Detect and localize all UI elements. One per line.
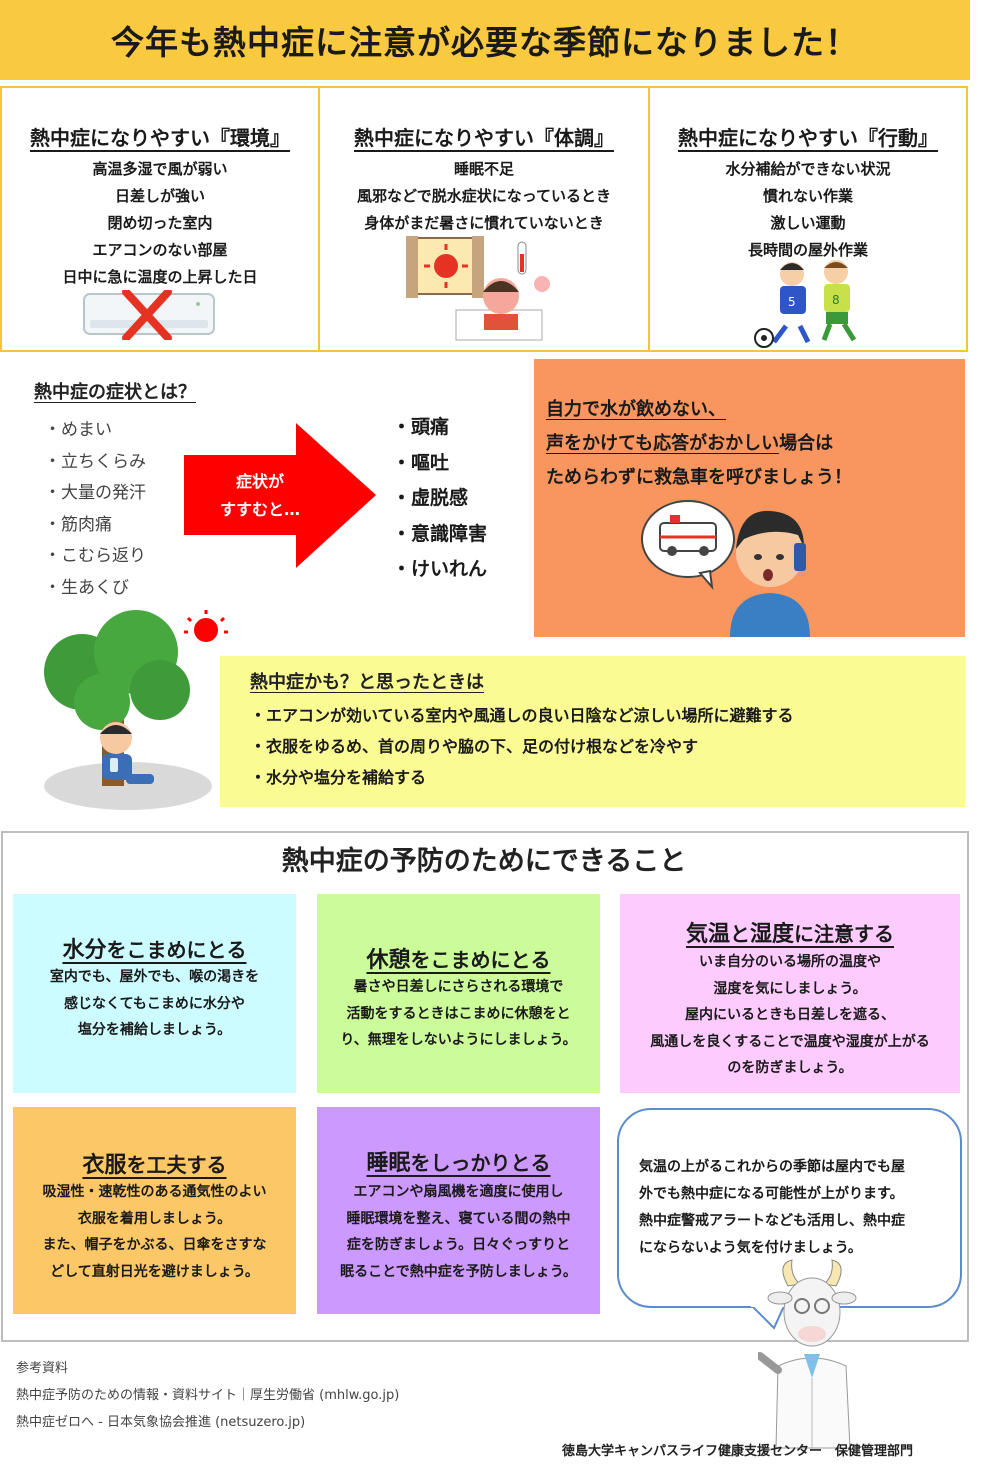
speech-bubble-tail [751, 1298, 787, 1330]
list-item: ・けいれん [392, 558, 488, 580]
references: 参考資料 熱中症予防のための情報・資料サイト｜厚生労働省 (mhlw.go.jp… [16, 1355, 399, 1436]
card-title: 気温と湿度に注意する [685, 922, 895, 947]
prevention-card-rest: 休憩をこまめにとる 暑さや日差しにさらされる環境で 活動をするときはこまめに休憩… [317, 894, 600, 1093]
early-symptoms-list: ・めまい ・立ちくらみ ・大量の発汗 ・筋肉痛 ・こむら返り ・生あくび [44, 415, 146, 604]
list-item: 日中に急に温度の上昇した日 [62, 268, 258, 286]
risk-condition-title: 熱中症になりやすい『体調』 [354, 126, 614, 150]
list-item: ・めまい [44, 420, 112, 440]
list-item: ・エアコンが効いている室内や風通しの良い日陰など涼しい場所に避難する [250, 706, 794, 725]
list-item: 睡眠不足 [453, 160, 514, 178]
risk-factors-box: 熱中症になりやすい『環境』 高温多湿で風が弱い 日差しが強い 閉め切った室内 エ… [0, 86, 968, 352]
card-title: 休憩をこまめにとる [366, 948, 551, 973]
list-item: ・こむら返り [44, 546, 146, 566]
risk-condition-list: 睡眠不足 風邪などで脱水症状になっているとき 身体がまだ暑さに慣れていないとき [320, 156, 648, 237]
card-title: 衣服を工夫する [82, 1153, 227, 1178]
shade-tree-icon [44, 610, 228, 810]
card-title: 睡眠をしっかりとる [366, 1151, 551, 1176]
list-item: ・大量の発汗 [44, 483, 146, 503]
organization-footer: 徳島大学キャンパスライフ健康支援センター 保健管理部門 [562, 1444, 914, 1459]
list-item: ・虚脱感 [392, 487, 469, 509]
first-aid-advice-box: 熱中症かも？と思ったときは ・エアコンが効いている室内や風通しの良い日陰など涼し… [220, 656, 965, 807]
emergency-line1: 自力で水が飲めない、 [546, 399, 726, 420]
list-item: ・筋肉痛 [44, 514, 112, 535]
advice-list: ・エアコンが効いている室内や風通しの良い日陰など涼しい場所に避難する ・衣服をゆ… [250, 700, 794, 793]
risk-condition: 熱中症になりやすい『体調』 睡眠不足 風邪などで脱水症状になっているとき 身体が… [318, 88, 648, 350]
list-item: ・頭痛 [392, 416, 450, 438]
progression-label: 症状が すすむと… [200, 468, 320, 524]
emergency-line2: 声をかけても応答がおかしい場合は [546, 429, 833, 455]
speech-bubble-text: 気温の上がるこれからの季節は屋内でも屋 外でも熱中症になる可能性が上がります。 … [639, 1159, 905, 1256]
card-title: 水分をこまめにとる [62, 938, 247, 963]
card-text: いま自分のいる場所の温度や 湿度を気にしましょう。 屋内にいるときも日差しを遮る… [650, 954, 930, 1076]
prevention-card-temperature: 気温と湿度に注意する いま自分のいる場所の温度や 湿度を気にしましょう。 屋内に… [620, 894, 960, 1093]
prevention-card-water: 水分をこまめにとる 室内でも、屋外でも、喉の渇きを 感じなくてもこまめに水分や … [13, 894, 296, 1093]
emergency-box: 自力で水が飲めない、 声をかけても応答がおかしい場合は ためらわずに救急車を呼び… [534, 359, 965, 637]
list-item: ・衣服をゆるめ、首の周りや脇の下、足の付け根などを冷やす [250, 737, 699, 756]
progression-label-line1: 症状が [235, 472, 284, 491]
air-conditioner-crossed-icon [83, 290, 215, 340]
card-text: 暑さや日差しにさらされる環境で 活動をするときはこまめに休憩をと り、無理をしな… [340, 979, 577, 1048]
list-item: 風邪などで脱水症状になっているとき [357, 187, 611, 205]
symptoms-title: 熱中症の症状とは？ [34, 382, 196, 403]
list-item: 激しい運動 [770, 214, 846, 232]
advice-title: 熱中症かも？と思ったときは [250, 672, 484, 693]
severe-symptoms-list: ・頭痛 ・嘔吐 ・虚脱感 ・意識障害 ・けいれん [392, 410, 487, 588]
soccer-players-icon: 5 8 [754, 260, 857, 348]
list-item: 長時間の屋外作業 [747, 241, 868, 259]
emergency-line3: ためらわずに救急車を呼びましょう！ [546, 467, 852, 488]
goat-doctor-mascot-icon [758, 1259, 857, 1449]
list-item: 高温多湿で風が弱い [92, 160, 228, 178]
list-item: 閉め切った室内 [107, 214, 213, 232]
list-item: ・意識障害 [392, 522, 488, 545]
prevention-section [1, 831, 969, 1342]
list-item: ・立ちくらみ [44, 451, 146, 472]
list-item: ・嘔吐 [392, 451, 450, 474]
card-text: 吸湿性・速乾性のある通気性のよい 衣服を着用しましょう。 また、帽子をかぶる、日… [42, 1184, 267, 1280]
risk-behavior-title: 熱中症になりやすい『行動』 [678, 126, 938, 150]
prevention-title: 熱中症の予防のためにできること [281, 846, 687, 877]
emergency-caller-icon [641, 500, 810, 637]
risk-environment: 熱中症になりやすい『環境』 高温多湿で風が弱い 日差しが強い 閉め切った室内 エ… [2, 88, 318, 350]
emergency-line2-rest: 場合は [779, 433, 834, 454]
card-text: 室内でも、屋外でも、喉の渇きを 感じなくてもこまめに水分や 塩分を補給しましょう… [49, 969, 260, 1038]
risk-environment-list: 高温多湿で風が弱い 日差しが強い 閉め切った室内 エアコンのない部屋 日中に急に… [2, 156, 318, 291]
list-item: 水分補給ができない状況 [725, 160, 891, 178]
reference-link[interactable]: 熱中症予防のための情報・資料サイト｜厚生労働省 (mhlw.go.jp) [16, 1388, 400, 1403]
page-title: 今年も熱中症に注意が必要な季節になりました！ [111, 23, 859, 62]
risk-environment-title: 熱中症になりやすい『環境』 [30, 126, 290, 150]
risk-behavior: 熱中症になりやすい『行動』 水分補給ができない状況 慣れない作業 激しい運動 長… [648, 88, 966, 350]
list-item: 身体がまだ暑さに慣れていないとき [364, 214, 604, 232]
list-item: ・生あくび [44, 577, 129, 598]
list-item: 慣れない作業 [762, 187, 853, 205]
progression-arrow-icon [184, 423, 376, 568]
list-item: エアコンのない部屋 [92, 241, 228, 259]
progression-label-line2: すすむと… [219, 500, 300, 519]
prevention-card-sleep: 睡眠をしっかりとる エアコンや扇風機を適度に使用し 睡眠環境を整え、寝ている間の… [317, 1107, 600, 1314]
reference-link[interactable]: 熱中症ゼロへ - 日本気象協会推進 (netsuzero.jp) [16, 1415, 306, 1430]
card-text: エアコンや扇風機を適度に使用し 睡眠環境を整え、寝ている間の熱中 症を防ぎましょ… [340, 1184, 577, 1280]
svg-text:8: 8 [832, 293, 840, 307]
risk-behavior-list: 水分補給ができない状況 慣れない作業 激しい運動 長時間の屋外作業 [650, 156, 966, 264]
emergency-line2-underlined: 声をかけても応答がおかしい [546, 433, 780, 454]
references-label: 参考資料 [16, 1361, 69, 1376]
svg-text:5: 5 [788, 295, 796, 309]
page-header: 今年も熱中症に注意が必要な季節になりました！ [0, 0, 970, 80]
sick-person-sun-window-icon [406, 236, 550, 341]
list-item: ・水分や塩分を補給する [250, 768, 427, 787]
list-item: 日差しが強い [114, 187, 205, 205]
prevention-card-clothing: 衣服を工夫する 吸湿性・速乾性のある通気性のよい 衣服を着用しましょう。 また、… [13, 1107, 296, 1314]
